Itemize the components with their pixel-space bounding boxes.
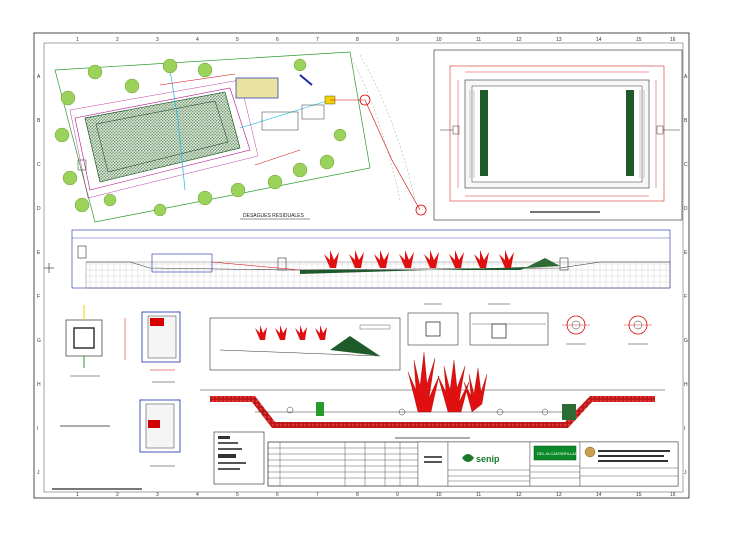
outlet-box-detail [469,303,549,346]
row-ruler-right: A B C D E F G H I J [684,74,688,476]
svg-text:I: I [37,426,38,432]
svg-text:16: 16 [670,37,676,43]
outer-frame [33,32,690,499]
svg-text:5: 5 [236,492,239,498]
profile-septic-tank [151,253,213,273]
senip-logo: senip [462,454,500,464]
svg-text:7: 7 [316,492,319,498]
lagoon-outer-magenta [74,87,251,191]
svg-text:15: 15 [636,37,642,43]
svg-text:J: J [684,470,687,476]
outlet-gravel-zone [626,90,634,176]
svg-text:E: E [684,250,688,256]
manhole-top [359,94,371,106]
manhole-detail-section [124,311,181,383]
manhole-detail-plan [65,305,103,377]
svg-text:4: 4 [196,37,199,43]
svg-text:H: H [684,382,688,388]
bottom-note [52,488,142,490]
svg-text:14: 14 [596,37,602,43]
svg-text:7: 7 [316,37,319,43]
svg-text:9: 9 [396,492,399,498]
legend-box [213,431,265,485]
svg-text:12: 12 [516,37,522,43]
svg-text:B: B [37,118,41,124]
inner-frame [43,42,684,493]
svg-text:A: A [37,74,41,80]
manhole-bottom [415,204,427,216]
row-ruler-left: A B C D E F G H I J [37,74,41,476]
svg-text:G: G [684,338,688,344]
column-ruler-bottom: 1 2 3 4 5 6 7 8 9 10 11 12 13 14 15 16 [76,492,676,498]
gravel-liner [210,396,655,428]
svg-text:senip: senip [476,454,500,464]
svg-text:4: 4 [196,492,199,498]
svg-text:J: J [37,470,40,476]
section-plants [407,351,488,413]
svg-text:10: 10 [436,37,442,43]
column-ruler-top: 1 2 3 4 5 6 7 8 9 10 11 12 13 14 15 16 [76,37,676,43]
inlet-gravel-zone [480,90,488,176]
title-block: senip DEL ALCANTARILLADO [267,441,679,487]
septic-tank [261,111,299,131]
svg-text:DEL ALCANTARILLADO: DEL ALCANTARILLADO [537,451,581,456]
svg-text:B: B [684,118,688,124]
svg-text:A: A [684,74,688,80]
svg-text:5: 5 [236,37,239,43]
svg-text:9: 9 [396,37,399,43]
profile-plants [324,250,514,268]
pipe-section-detail-1 [562,315,590,345]
pond-rectangle [235,77,279,99]
svg-text:11: 11 [476,37,481,43]
longitudinal-profile [71,229,671,289]
plant-section-detail [209,317,401,371]
svg-text:C: C [684,162,688,168]
svg-text:8: 8 [356,37,359,43]
svg-text:I: I [684,426,685,432]
inlet-box-detail [407,303,459,346]
svg-text:15: 15 [636,492,642,498]
svg-text:G: G [37,338,41,344]
pipe-line-cyan [169,69,186,191]
svg-text:13: 13 [556,37,562,43]
svg-text:14: 14 [596,492,602,498]
svg-text:12: 12 [516,492,522,498]
wetland-cross-section [200,351,665,439]
trees [54,58,347,217]
wetland-bed [84,91,241,183]
svg-text:D: D [37,206,41,212]
svg-text:C: C [37,162,41,168]
svg-text:1: 1 [76,37,79,43]
svg-text:H: H [37,382,41,388]
svg-text:3: 3 [156,37,159,43]
svg-text:3: 3 [156,492,159,498]
svg-text:10: 10 [436,492,442,498]
svg-text:13: 13 [556,492,562,498]
svg-text:F: F [37,294,40,300]
pipe-section-detail-2 [624,315,652,345]
svg-text:6: 6 [276,492,279,498]
site-plan: DESAGUES RESIDUALES [54,51,427,223]
svg-text:16: 16 [670,492,676,498]
svg-text:1: 1 [76,492,79,498]
svg-text:2: 2 [116,37,119,43]
svg-text:2: 2 [116,492,119,498]
site-plan-title: DESAGUES RESIDUALES [243,213,305,219]
svg-text:6: 6 [276,37,279,43]
site-boundary [54,51,371,223]
svg-text:8: 8 [356,492,359,498]
coat-of-arms-emblem [584,446,596,458]
svg-text:D: D [684,206,688,212]
svg-text:F: F [684,294,687,300]
approval-stamp [533,445,577,461]
wetland-plan-view [433,49,683,221]
svg-text:E: E [37,250,41,256]
profile-wetland-bed [300,262,560,274]
svg-text:11: 11 [476,492,481,498]
manhole-detail-section-2 [139,399,181,467]
